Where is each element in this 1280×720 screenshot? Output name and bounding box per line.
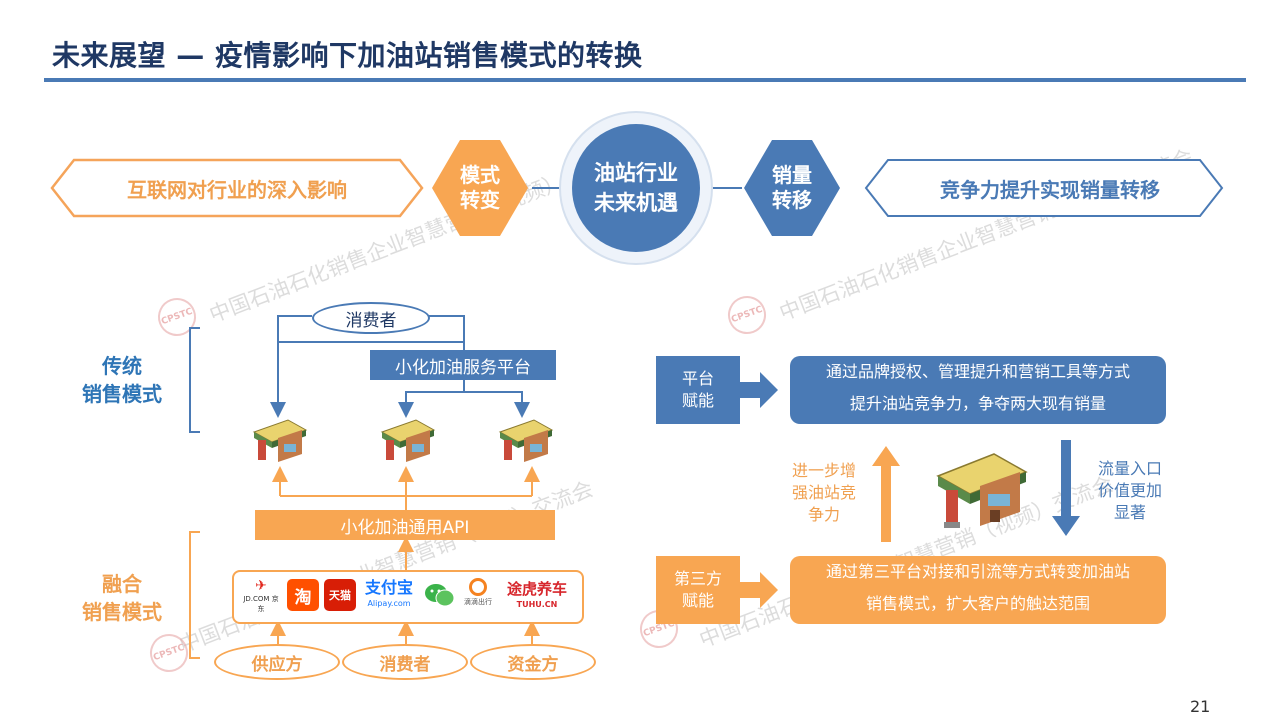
third-party-desc-box: 通过第三平台对接和引流等方式转变加油站销售模式，扩大客户的触达范围 xyxy=(790,556,1166,624)
tuhu-logo: 途虎养车 TUHU.CN xyxy=(506,580,567,609)
traditional-mode-label: 传统销售模式 xyxy=(82,354,162,406)
service-platform-bar: 小化加油服务平台 xyxy=(370,350,556,380)
down-arrow-icon xyxy=(1052,440,1080,536)
left-banner-shape xyxy=(50,158,424,218)
traditional-bracket xyxy=(189,327,200,433)
left-hexagon xyxy=(432,140,528,236)
fusion-mode-label: 融合销售模式 xyxy=(82,572,162,624)
page-number: 21 xyxy=(1190,697,1211,716)
center-circle xyxy=(572,124,700,252)
funder-oval: 资金方 xyxy=(470,644,596,680)
right-hexagon xyxy=(744,140,840,236)
third-party-empower-box: 第三方赋能 xyxy=(656,556,740,624)
right-banner-label: 竞争力提升实现销量转移 xyxy=(940,177,1160,202)
taobao-logo: 淘 xyxy=(287,579,319,611)
title-divider xyxy=(44,78,1246,82)
left-hexagon-label: 模式转变 xyxy=(460,163,500,212)
gas-station-icon xyxy=(498,419,554,462)
wechat-logo xyxy=(425,584,455,607)
jd-logo: ✈JD.COM 京东 xyxy=(243,578,279,613)
up-arrow-icon xyxy=(872,446,900,542)
third-party-arrow-icon xyxy=(740,572,778,608)
tmall-logo: 天猫 xyxy=(324,579,356,611)
supplier-oval: 供应方 xyxy=(214,644,340,680)
consumer-oval-bottom: 消费者 xyxy=(342,644,468,680)
right-hexagon-label: 销量转移 xyxy=(772,163,812,212)
didi-logo: 滴滴出行 xyxy=(458,578,498,612)
page-title: 未来展望 — 疫情影响下加油站销售模式的转换 xyxy=(52,39,643,72)
platform-empower-box: 平台赋能 xyxy=(656,356,740,424)
gas-station-icon xyxy=(380,419,436,462)
platform-desc-box: 通过品牌授权、管理提升和营销工具等方式提升油站竞争力，争夺两大现有销量 xyxy=(790,356,1166,424)
top-banner-shapes xyxy=(50,111,1224,265)
left-diagram-lines xyxy=(189,315,540,659)
up-arrow-note: 进一步增强油站竞争力 xyxy=(791,461,856,524)
general-api-bar: 小化加油通用API xyxy=(255,510,555,540)
consumer-oval-top: 消费者 xyxy=(312,302,430,334)
left-banner-label: 互联网对行业的深入影响 xyxy=(127,177,347,202)
right-banner-shape xyxy=(864,159,1224,217)
platform-arrow-icon xyxy=(740,372,778,408)
gas-station-large-icon xyxy=(936,453,1028,528)
down-arrow-note: 流量入口价值更加显著 xyxy=(1097,459,1162,522)
alipay-logo: 支付宝 Alipay.com xyxy=(364,578,413,608)
center-circle-label: 油站行业未来机遇 xyxy=(594,161,678,215)
gas-station-icon xyxy=(252,419,308,462)
fusion-bracket xyxy=(189,531,200,659)
